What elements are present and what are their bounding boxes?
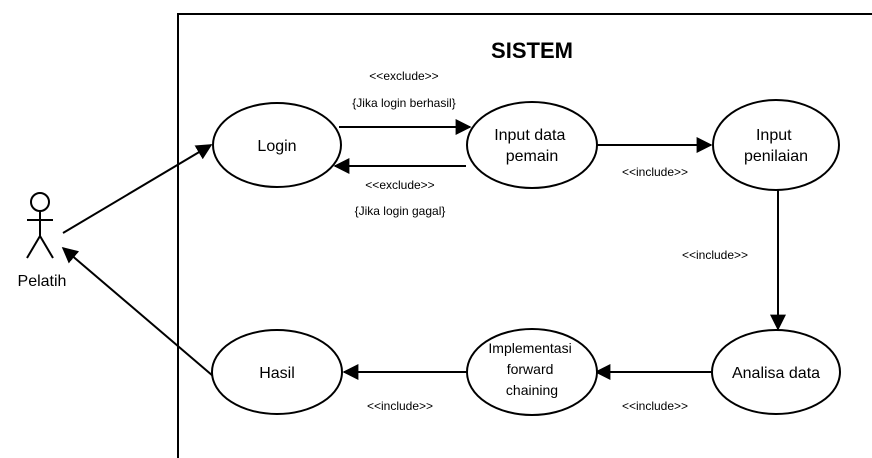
use-case-analisa-data: Analisa data bbox=[711, 329, 841, 415]
system-title: SISTEM bbox=[491, 38, 573, 63]
label-condition-berhasil: {Jika login berhasil} bbox=[352, 96, 455, 110]
label-exclude-gagal: <<exclude>> bbox=[365, 178, 434, 192]
use-case-input-data-pemain: Input data pemain bbox=[466, 101, 598, 189]
use-case-implementasi-shape bbox=[466, 328, 598, 416]
use-case-input-penilaian-shape bbox=[712, 99, 840, 191]
label-include-penilaian: <<include>> bbox=[622, 165, 688, 179]
label-include-implementasi: <<include>> bbox=[622, 399, 688, 413]
use-case-input-penilaian: Input penilaian bbox=[712, 99, 840, 191]
edge-actor-login bbox=[62, 144, 213, 234]
use-case-hasil-label: Hasil bbox=[259, 365, 295, 382]
use-case-input-data-pemain-label: Input data pemain bbox=[494, 127, 570, 165]
use-case-implementasi: Implementasi forward chaining bbox=[466, 328, 598, 416]
actor-label: Pelatih bbox=[18, 273, 67, 290]
use-case-login-label: Login bbox=[257, 138, 296, 155]
use-case-login: Login bbox=[212, 102, 342, 188]
use-case-hasil-shape bbox=[211, 329, 343, 415]
actor-right-leg bbox=[39, 235, 54, 259]
use-case-input-data-pemain-line-2: pemain bbox=[506, 148, 558, 165]
label-include-analisa: <<include>> bbox=[682, 248, 748, 262]
use-case-analisa-data-label: Analisa data bbox=[732, 365, 820, 382]
label-condition-gagal: {Jika login gagal} bbox=[355, 204, 446, 218]
use-case-input-penilaian-label: Input penilaian bbox=[744, 127, 808, 165]
use-case-implementasi-line-1: Implementasi bbox=[488, 340, 571, 356]
use-case-input-data-pemain-line-1: Input data bbox=[494, 127, 565, 144]
use-case-input-penilaian-line-1: Input bbox=[756, 127, 792, 144]
label-exclude-berhasil: <<exclude>> bbox=[369, 69, 438, 83]
use-case-implementasi-label: Implementasi forward chaining bbox=[488, 340, 575, 398]
use-case-login-shape bbox=[212, 102, 342, 188]
actor-pelatih: Pelatih bbox=[18, 192, 67, 290]
use-case-hasil: Hasil bbox=[211, 329, 343, 415]
edge-hasil-actor bbox=[61, 246, 214, 377]
use-case-analisa-data-shape bbox=[711, 329, 841, 415]
use-case-implementasi-line-3: chaining bbox=[506, 382, 558, 398]
actor-head bbox=[30, 192, 50, 212]
actor-left-leg bbox=[26, 235, 41, 259]
use-case-implementasi-line-2: forward bbox=[507, 361, 554, 377]
system-boundary bbox=[177, 13, 872, 458]
use-case-input-data-pemain-shape bbox=[466, 101, 598, 189]
label-include-hasil: <<include>> bbox=[367, 399, 433, 413]
use-case-input-penilaian-line-2: penilaian bbox=[744, 148, 808, 165]
